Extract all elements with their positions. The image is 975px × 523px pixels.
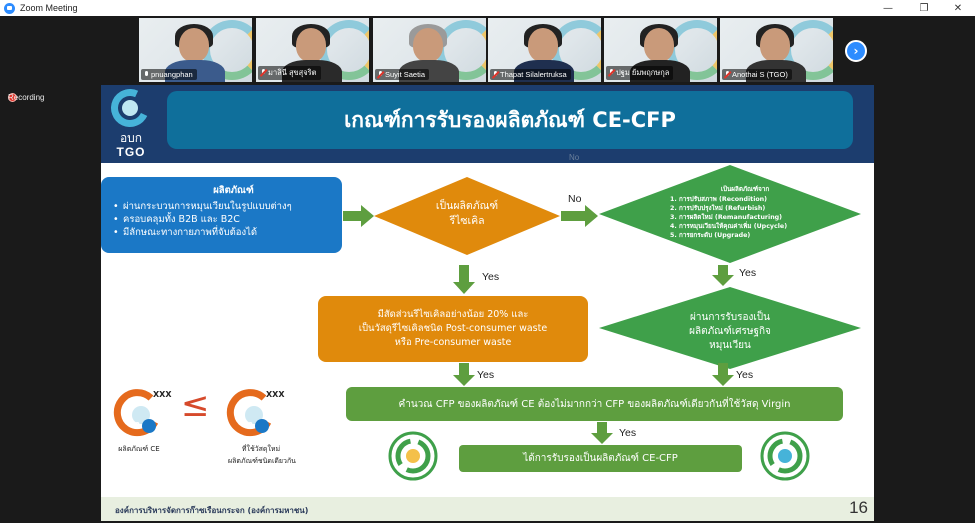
participant-namebar: Anothai S (TGO) xyxy=(722,69,792,80)
arrow-down-icon xyxy=(591,422,613,444)
participant-tile[interactable]: pnuangphan xyxy=(139,18,252,82)
participant-name: มาลินี สุขสุจริต xyxy=(268,68,317,77)
participant-name: ปฐม ย้มพฤกษกุล xyxy=(616,68,670,77)
cfp-left-sup: XXX xyxy=(153,390,172,399)
tgo-logo: อบก TGO xyxy=(101,85,161,163)
close-button[interactable]: ✕ xyxy=(953,2,963,14)
participant-namebar: Thapat Silalertruksa xyxy=(490,69,571,80)
window-title: Zoom Meeting xyxy=(20,3,78,13)
mic-icon xyxy=(143,70,149,79)
list-item: การยกระดับ (Upgrade) xyxy=(679,231,825,240)
list-item: การปรับสภาพ (Recondition) xyxy=(679,195,825,204)
cfp-calculation-box: คำนวณ CFP ของผลิตภัณฑ์ CE ต้องไม่มากกว่า… xyxy=(346,387,843,421)
arrow-right-icon xyxy=(561,205,598,227)
ce-certified-diamond: ผ่านการรับรองเป็น ผลิตภัณฑ์เศรษฐกิจ หมุน… xyxy=(599,287,861,369)
cfp-mark-icon xyxy=(113,389,159,437)
zoom-logo-icon xyxy=(4,2,15,14)
product-header: ผลิตภัณฑ์ xyxy=(213,185,254,196)
circular-economy-badge-icon xyxy=(760,431,810,481)
minimize-button[interactable]: — xyxy=(883,2,893,14)
participant-name: Thapat Silalertruksa xyxy=(500,70,567,79)
cfp-right-sub: 2 xyxy=(248,421,253,429)
list-item: การหมุนเวียนให้คุณค่าเพิ่ม (Upcycle) xyxy=(679,222,825,231)
list-item: การผลิตใหม่ (Remanufacturing) xyxy=(679,213,825,222)
mic-muted-icon xyxy=(492,70,498,79)
slide-footer: องค์การบริหารจัดการก๊าซเรือนกระจก (องค์ก… xyxy=(101,497,874,521)
slide-header: อบก TGO เกณฑ์การรับรองผลิตภัณฑ์ CE-CFP N… xyxy=(101,85,874,163)
cert-line-1: ผ่านการรับรองเป็น xyxy=(690,312,770,323)
content-line-2: เป็นวัสดุรีไซเคิลชนิด Post-consumer wast… xyxy=(358,323,548,334)
cfp-left-caption: ผลิตภัณฑ์ CE xyxy=(118,445,160,453)
footer-organization: องค์การบริหารจัดการก๊าซเรือนกระจก (องค์ก… xyxy=(115,506,309,515)
participant-name: pnuangphan xyxy=(151,70,193,79)
recycle-line-1: เป็นผลิตภัณฑ์ xyxy=(435,200,499,212)
participant-namebar: pnuangphan xyxy=(141,69,197,80)
arrow-right-icon xyxy=(343,205,374,227)
slide-title-box: เกณฑ์การรับรองผลิตภัณฑ์ CE-CFP xyxy=(167,91,853,149)
circular-economy-badge-icon xyxy=(388,431,438,481)
mic-muted-icon xyxy=(260,69,266,77)
participant-namebar: ปฐม ย้มพฤกษกุล xyxy=(606,66,674,80)
yes-label: Yes xyxy=(477,369,495,381)
ghost-label: No xyxy=(569,153,580,162)
recycled-content-box: มีสัดส่วนรีไซเคิลอย่างน้อย 20% และ เป็นว… xyxy=(318,296,588,362)
cfp-left-sub: 2 xyxy=(135,421,140,429)
list-item: การปรับปรุงใหม่ (Refurbish) xyxy=(679,204,825,213)
cfp-right-caption-1: ที่ใช้วัสดุใหม่ xyxy=(241,445,281,453)
participant-namebar: Suyit Saetia xyxy=(375,69,430,80)
content-line-3: หรือ Pre-consumer waste xyxy=(394,337,512,348)
recording-label: Recording xyxy=(8,93,45,102)
cfp-right-sup: XXX xyxy=(266,390,285,399)
yes-label: Yes xyxy=(736,369,754,381)
participant-namebar: มาลินี สุขสุจริต xyxy=(258,66,321,80)
maximize-button[interactable]: ❐ xyxy=(919,2,929,14)
product-criteria-list: ผ่านกระบวนการหมุนเวียนในรูปแบบต่างๆ ครอบ… xyxy=(113,200,334,239)
mic-muted-icon xyxy=(377,70,383,79)
list-item: ผ่านกระบวนการหมุนเวียนในรูปแบบต่างๆ xyxy=(113,200,334,213)
slide-title: เกณฑ์การรับรองผลิตภัณฑ์ CE-CFP xyxy=(344,107,676,132)
participant-tile[interactable]: Anothai S (TGO) xyxy=(720,18,833,82)
participant-tile[interactable]: มาลินี สุขสุจริต xyxy=(256,18,369,82)
no-label: No xyxy=(568,193,582,205)
recycle-line-2: รีไซเคิล xyxy=(449,215,485,227)
shared-slide: อบก TGO เกณฑ์การรับรองผลิตภัณฑ์ CE-CFP N… xyxy=(101,85,874,521)
arrow-down-icon xyxy=(712,265,734,286)
cert-line-2: ผลิตภัณฑ์เศรษฐกิจ xyxy=(689,326,771,337)
logo-thai: อบก xyxy=(119,131,143,145)
content-line-1: มีสัดส่วนรีไซเคิลอย่างน้อย 20% และ xyxy=(377,309,529,320)
arrow-down-icon xyxy=(453,265,475,294)
arrow-down-icon xyxy=(453,363,475,386)
product-criteria-box: ผลิตภัณฑ์ ผ่านกระบวนการหมุนเวียนในรูปแบบ… xyxy=(101,177,342,253)
next-participants-button[interactable]: › xyxy=(845,40,867,62)
recording-indicator[interactable]: Recording xyxy=(8,93,44,102)
ce-cfp-certified-box: ได้การรับรองเป็นผลิตภัณฑ์ CE-CFP xyxy=(459,445,742,472)
participant-tile[interactable]: Suyit Saetia xyxy=(373,18,486,82)
yes-label: Yes xyxy=(482,271,500,283)
list-item: มีลักษณะทางกายภาพที่จับต้องได้ xyxy=(113,226,334,239)
participant-tile[interactable]: ปฐม ย้มพฤกษกุล xyxy=(604,18,717,82)
logo-tgo: TGO xyxy=(116,145,146,159)
yes-label: Yes xyxy=(739,267,757,279)
arrow-down-icon xyxy=(712,363,734,386)
title-bar: Zoom Meeting — ❐ ✕ xyxy=(0,0,975,16)
recycle-decision-diamond: เป็นผลิตภัณฑ์ รีไซเคิล xyxy=(374,177,560,255)
reprocess-header: เป็นผลิตภัณฑ์จาก xyxy=(720,186,770,193)
cfp-right-caption-2: ผลิตภัณฑ์ชนิดเดียวกัน xyxy=(228,457,296,465)
mic-muted-icon xyxy=(608,69,614,77)
mic-muted-icon xyxy=(724,70,730,79)
page-number: 16 xyxy=(849,498,868,517)
chevron-right-icon: › xyxy=(853,44,859,58)
participant-name: Suyit Saetia xyxy=(385,70,426,79)
yes-label: Yes xyxy=(619,427,637,439)
less-equal-symbol: ≤ xyxy=(181,385,210,425)
participant-name: Anothai S (TGO) xyxy=(732,70,788,79)
cert-line-3: หมุนเวียน xyxy=(709,340,751,351)
participant-tile[interactable]: Thapat Silalertruksa xyxy=(488,18,601,82)
reprocess-decision-diamond: เป็นผลิตภัณฑ์จาก การปรับสภาพ (Reconditio… xyxy=(599,165,861,263)
record-dot-icon xyxy=(8,93,17,102)
list-item: ครอบคลุมทั้ง B2B และ B2C xyxy=(113,213,334,226)
cfp-mark-icon xyxy=(226,389,272,437)
reprocess-list: การปรับสภาพ (Recondition) การปรับปรุงใหม… xyxy=(665,195,825,240)
